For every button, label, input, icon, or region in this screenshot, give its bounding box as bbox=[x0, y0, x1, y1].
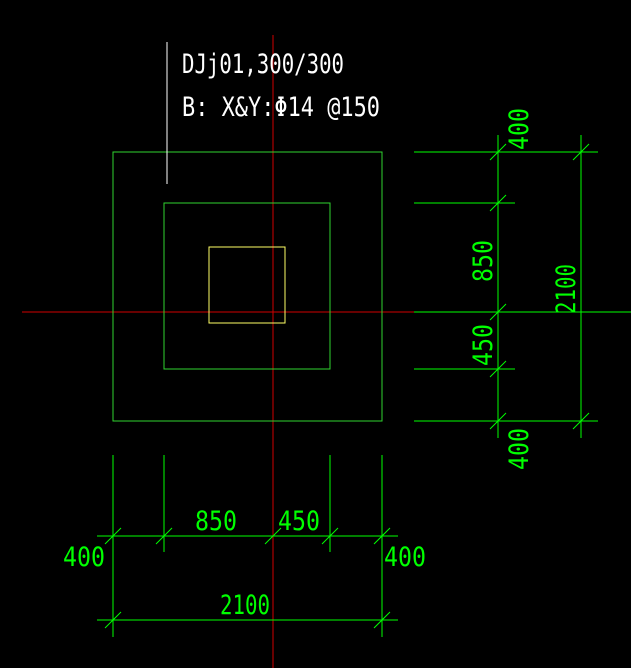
dim-text-450: 450 bbox=[278, 506, 320, 537]
tick-mark bbox=[373, 527, 391, 545]
tick-mark bbox=[264, 527, 282, 545]
reinforcement-label: B: X&Y:Φ14 @150 bbox=[182, 92, 380, 123]
vertical-dimension-texts: 400 850 450 400 2100 bbox=[468, 108, 582, 470]
tick-mark bbox=[155, 527, 173, 545]
tick-mark bbox=[373, 611, 391, 629]
tick-mark bbox=[489, 412, 507, 430]
horizontal-dimensions bbox=[97, 455, 398, 637]
tick-mark bbox=[572, 143, 590, 161]
dim-text-450: 450 bbox=[468, 324, 499, 366]
tick-mark bbox=[489, 303, 507, 321]
dim-text-bottom-400: 400 bbox=[504, 428, 535, 470]
tick-mark bbox=[489, 143, 507, 161]
tick-mark bbox=[104, 527, 122, 545]
column-outline bbox=[208, 246, 286, 324]
vertical-dimensions bbox=[414, 135, 631, 438]
dim-text-top-400: 400 bbox=[504, 108, 535, 150]
horizontal-dimension-texts: 400 850 450 400 2100 bbox=[63, 506, 426, 621]
dim-text-850: 850 bbox=[468, 240, 499, 282]
footing-inner-step bbox=[163, 202, 331, 370]
tick-mark bbox=[104, 611, 122, 629]
footing-outlines bbox=[112, 151, 383, 422]
tick-mark bbox=[572, 412, 590, 430]
dim-text-total-2100: 2100 bbox=[220, 590, 270, 621]
tick-mark bbox=[489, 194, 507, 212]
dim-text-total-2100: 2100 bbox=[551, 264, 582, 314]
footing-outer-step bbox=[112, 151, 383, 422]
tick-mark bbox=[489, 360, 507, 378]
dim-text-right-400: 400 bbox=[384, 542, 426, 573]
dim-text-850: 850 bbox=[195, 506, 237, 537]
tick-mark bbox=[321, 527, 339, 545]
dim-text-left-400: 400 bbox=[63, 542, 105, 573]
foundation-label: DJj01,300/300 bbox=[182, 49, 344, 80]
